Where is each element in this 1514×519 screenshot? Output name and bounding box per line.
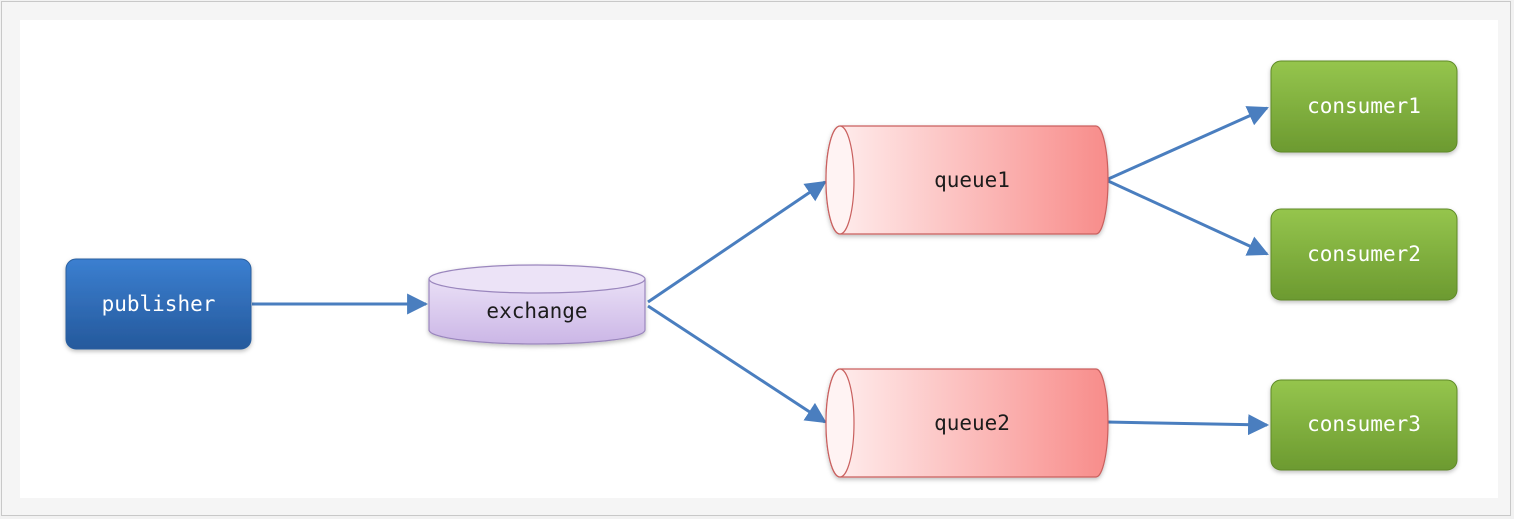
consumer2-label: consumer2 <box>1307 242 1421 266</box>
edge-exchange-queue1 <box>647 180 827 304</box>
edge-queue2-consumer3 <box>1105 414 1270 436</box>
edges <box>252 106 1270 436</box>
exchange-label: exchange <box>486 299 587 323</box>
publisher-label: publisher <box>102 292 216 316</box>
publisher-node: publisher <box>65 258 252 350</box>
exchange-node: exchange <box>428 264 646 345</box>
consumer1-node: consumer1 <box>1270 60 1458 153</box>
consumer1-label: consumer1 <box>1307 94 1421 118</box>
edge-queue1-consumer1 <box>1105 106 1269 182</box>
edge-exchange-queue2 <box>647 304 827 424</box>
queue1-node: queue1 <box>825 125 1109 235</box>
edge-queue1-consumer2 <box>1105 178 1269 256</box>
consumer3-label: consumer3 <box>1307 412 1421 436</box>
queue2-node: queue2 <box>825 368 1109 478</box>
queue1-label: queue1 <box>934 168 1010 192</box>
consumer3-node: consumer3 <box>1270 379 1458 471</box>
queue2-label: queue2 <box>934 411 1010 435</box>
consumer2-node: consumer2 <box>1270 208 1458 301</box>
